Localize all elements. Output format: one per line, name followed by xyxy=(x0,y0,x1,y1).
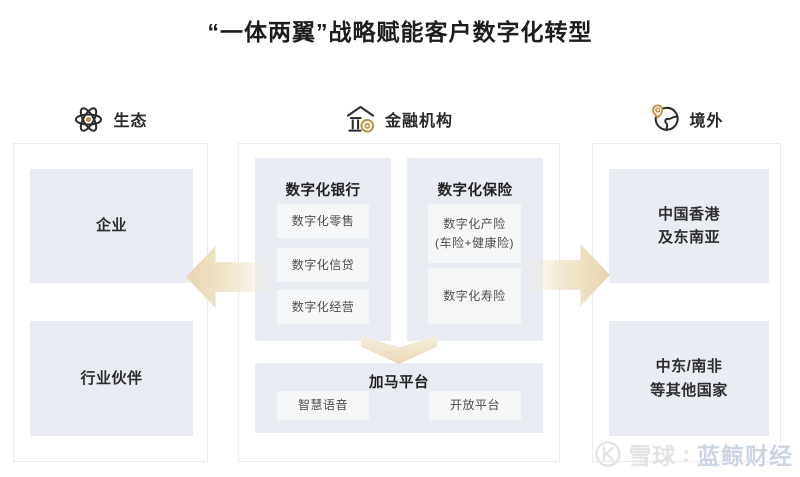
box-enterprise-label: 企业 xyxy=(95,217,127,235)
group-digital-insurance: 数字化保险 数字化产险 (车险+健康险) 数字化寿险 xyxy=(407,158,543,341)
sub-digital-retail: 数字化零售 xyxy=(277,204,369,238)
snowball-logo-icon xyxy=(594,440,622,468)
watermark-brand: 雪球 xyxy=(628,443,677,469)
globe-pin-icon xyxy=(649,104,680,135)
sub-digital-retail-label: 数字化零售 xyxy=(291,213,355,228)
sub-digital-credit: 数字化信贷 xyxy=(277,248,369,282)
panel-overseas: 中国香港 及东南亚 中东/南非 等其他国家 xyxy=(592,143,781,462)
box-hk-sea: 中国香港 及东南亚 xyxy=(609,169,769,283)
sub-life-insurance-label: 数字化寿险 xyxy=(443,288,506,303)
digital-bank-title: 数字化银行 xyxy=(285,183,361,199)
box-industry-partners-label: 行业伙伴 xyxy=(80,369,143,387)
sub-pc-insurance-line1: 数字化产险 xyxy=(443,216,506,231)
bank-icon xyxy=(345,104,376,135)
sub-digital-operation: 数字化经营 xyxy=(277,290,369,324)
watermark-separator: : xyxy=(682,440,691,467)
page-title: “一体两翼”战略赋能客户数字化转型 xyxy=(207,19,593,45)
sub-digital-operation-label: 数字化经营 xyxy=(291,299,355,314)
watermark-account: 蓝鲸财经 xyxy=(697,443,793,469)
header-overseas: 境外 xyxy=(592,101,781,137)
header-overseas-label: 境外 xyxy=(689,113,724,130)
header-eco: 生态 xyxy=(13,101,208,137)
box-me-africa-line1: 中东/南非 xyxy=(655,358,723,376)
digital-insurance-title: 数字化保险 xyxy=(437,183,513,199)
box-hk-sea-line2: 及东南亚 xyxy=(657,229,720,246)
box-industry-partners: 行业伙伴 xyxy=(30,321,193,436)
sub-pc-insurance-line2: (车险+健康险) xyxy=(434,235,514,250)
sub-digital-credit-label: 数字化信贷 xyxy=(291,257,355,272)
watermark: 雪球 : 蓝鲸财经 xyxy=(594,437,793,471)
sub-life-insurance: 数字化寿险 xyxy=(428,268,521,324)
sub-pc-insurance: 数字化产险 (车险+健康险) xyxy=(428,204,521,263)
box-hk-sea-line1: 中国香港 xyxy=(657,205,720,223)
sub-smart-voice: 智慧语音 xyxy=(277,391,369,420)
box-me-africa-line2: 等其他国家 xyxy=(650,381,728,399)
group-digital-bank: 数字化银行 数字化零售 数字化信贷 数字化经营 xyxy=(255,158,391,341)
gamma-platform-title: 加马平台 xyxy=(369,375,429,391)
header-eco-label: 生态 xyxy=(113,113,148,130)
box-enterprise: 企业 xyxy=(30,169,193,283)
panel-eco: 企业 行业伙伴 xyxy=(13,143,208,462)
panel-finance: 数字化银行 数字化零售 数字化信贷 数字化经营 数字化保险 数字化产险 (车险+… xyxy=(238,143,560,462)
group-gamma-platform: 加马平台 智慧语音 开放平台 xyxy=(255,363,543,433)
header-finance-label: 金融机构 xyxy=(384,113,453,130)
sub-smart-voice-label: 智慧语音 xyxy=(297,398,348,413)
box-me-africa: 中东/南非 等其他国家 xyxy=(609,321,769,436)
header-finance: 金融机构 xyxy=(238,101,560,137)
sub-open-platform: 开放平台 xyxy=(429,391,521,420)
sub-open-platform-label: 开放平台 xyxy=(449,398,500,413)
atom-icon xyxy=(73,104,104,135)
